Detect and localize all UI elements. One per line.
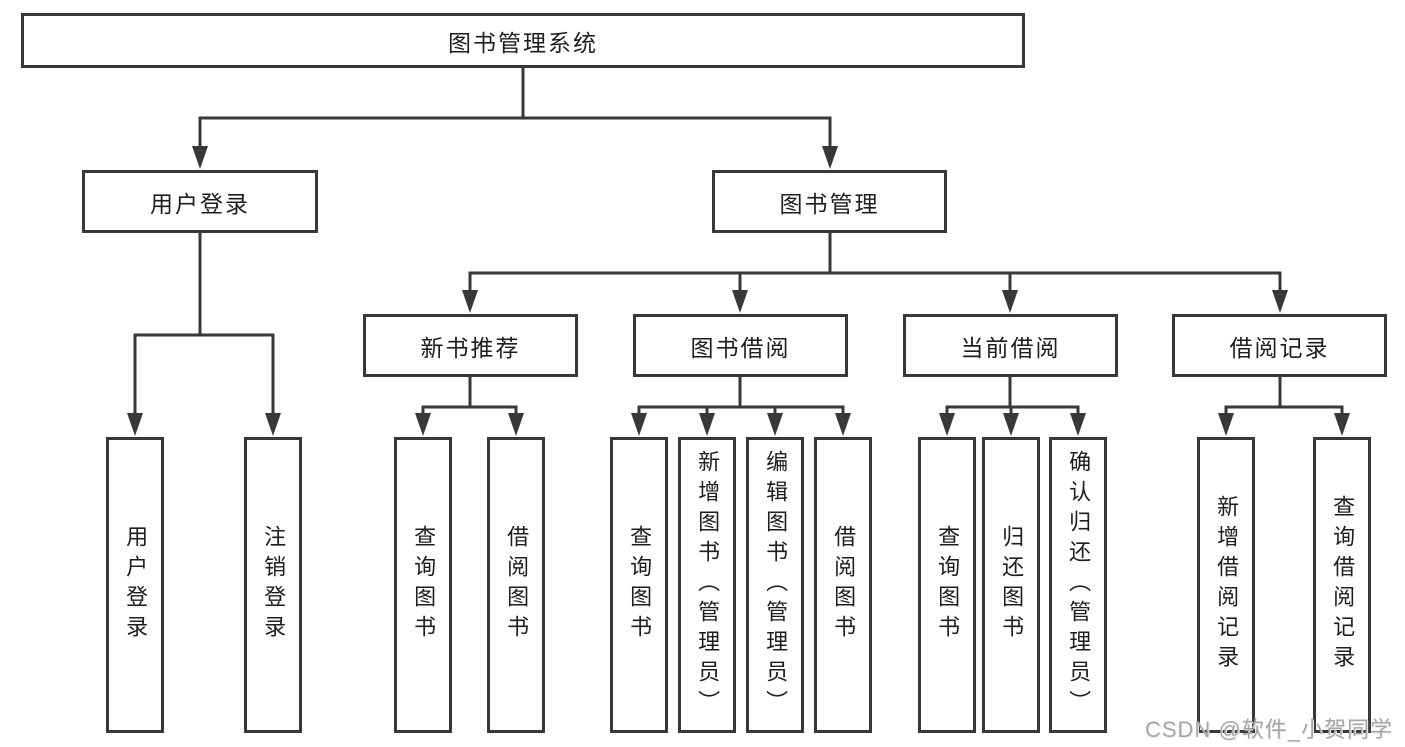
leaf-add-book-admin-label: 新增图书（管理员） <box>695 450 721 720</box>
node-user-login: 用户登录 <box>82 170 318 233</box>
leaf-borrow-books-recommend: 借阅图书 <box>487 437 545 733</box>
node-borrow-records: 借阅记录 <box>1172 314 1387 377</box>
node-book-management-label: 图书管理 <box>779 190 880 217</box>
leaf-query-books-current: 查询图书 <box>918 437 976 733</box>
node-root-label: 图书管理系统 <box>448 29 598 56</box>
leaf-edit-book-admin-label: 编辑图书（管理员） <box>763 450 789 720</box>
leaf-borrow-books-borrow: 借阅图书 <box>814 437 872 733</box>
leaf-logout-label: 注销登录 <box>261 525 287 645</box>
leaf-user-login-label: 用户登录 <box>123 525 149 645</box>
node-current-borrow-label: 当前借阅 <box>960 334 1061 361</box>
leaf-add-book-admin: 新增图书（管理员） <box>678 437 736 733</box>
leaf-edit-book-admin: 编辑图书（管理员） <box>746 437 804 733</box>
leaf-query-books-recommend: 查询图书 <box>394 437 452 733</box>
node-new-book-recommend: 新书推荐 <box>363 314 578 377</box>
leaf-return-book-label: 归还图书 <box>999 525 1025 645</box>
leaf-query-books-current-label: 查询图书 <box>935 525 961 645</box>
leaf-borrow-books-recommend-label: 借阅图书 <box>504 525 530 645</box>
leaf-user-login: 用户登录 <box>106 437 164 733</box>
node-book-borrow-label: 图书借阅 <box>690 334 791 361</box>
leaf-confirm-return-admin-label: 确认归还（管理员） <box>1066 450 1092 720</box>
node-user-login-label: 用户登录 <box>150 190 250 217</box>
watermark-text: CSDN @软件_小贺同学 <box>1144 717 1393 742</box>
node-root: 图书管理系统 <box>21 13 1025 68</box>
leaf-query-borrow-record-label: 查询借阅记录 <box>1330 495 1356 675</box>
leaf-add-borrow-record: 新增借阅记录 <box>1197 437 1255 733</box>
leaf-query-books-borrow-label: 查询图书 <box>627 525 653 645</box>
node-book-management: 图书管理 <box>712 170 947 233</box>
leaf-return-book: 归还图书 <box>982 437 1040 733</box>
node-current-borrow: 当前借阅 <box>903 314 1118 377</box>
leaf-query-books-recommend-label: 查询图书 <box>411 525 437 645</box>
node-new-book-recommend-label: 新书推荐 <box>420 334 521 361</box>
leaf-add-borrow-record-label: 新增借阅记录 <box>1214 495 1240 675</box>
node-book-borrow: 图书借阅 <box>633 314 848 377</box>
leaf-query-books-borrow: 查询图书 <box>610 437 668 733</box>
node-borrow-records-label: 借阅记录 <box>1229 334 1330 361</box>
leaf-confirm-return-admin: 确认归还（管理员） <box>1049 437 1107 733</box>
leaf-logout: 注销登录 <box>244 437 302 733</box>
leaf-query-borrow-record: 查询借阅记录 <box>1313 437 1371 733</box>
leaf-borrow-books-borrow-label: 借阅图书 <box>831 525 857 645</box>
